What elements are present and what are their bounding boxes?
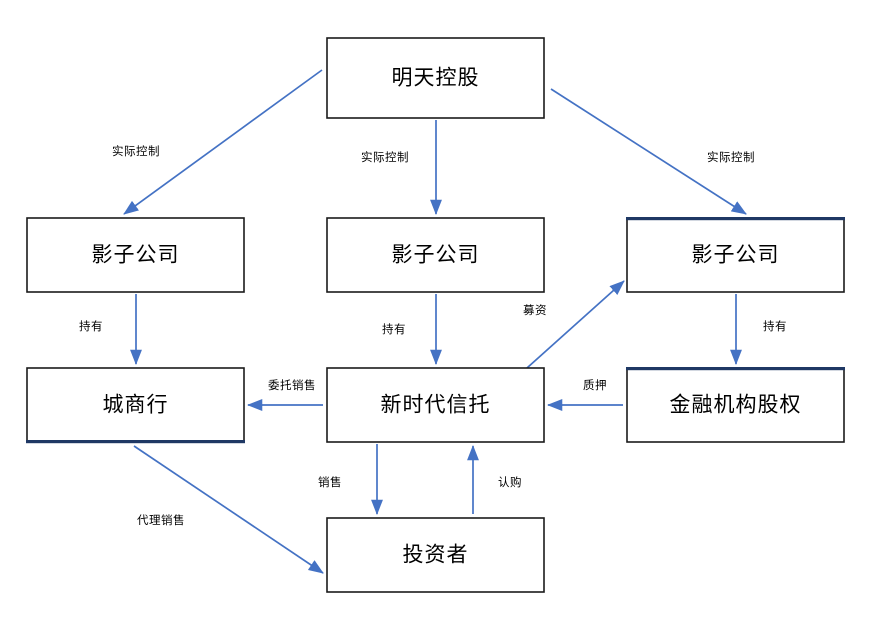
edge-city-bank-to-investors xyxy=(133,445,324,574)
edge-label-e3: 实际控制 xyxy=(707,150,755,164)
node-label-xinshidai: 新时代信托 xyxy=(381,394,491,417)
node-label-fin-equity: 金融机构股权 xyxy=(670,394,802,417)
edge-label-e1: 实际控制 xyxy=(112,144,160,158)
edge-label-e8: 委托销售 xyxy=(268,378,316,392)
node-accent-bar-shadow-right xyxy=(626,217,845,221)
node-box-shadow-left[interactable] xyxy=(26,217,245,293)
node-box-shadow-center[interactable] xyxy=(326,217,545,293)
node-shadow-left[interactable]: 影子公司 xyxy=(26,217,245,293)
node-label-investors: 投资者 xyxy=(403,544,469,567)
edge-label-e2: 实际控制 xyxy=(361,150,409,164)
edge-mingtian-to-shadow-left xyxy=(123,69,323,215)
node-label-shadow-right: 影子公司 xyxy=(692,244,780,267)
node-accent-bar-city-bank xyxy=(26,440,245,444)
node-box-investors[interactable] xyxy=(326,517,545,593)
edge-label-e11: 认购 xyxy=(498,475,522,489)
node-city-bank[interactable]: 城商行 xyxy=(26,367,245,444)
node-mingtian[interactable]: 明天控股 xyxy=(326,37,545,119)
edge-label-e5: 持有 xyxy=(382,322,406,336)
edge-label-e12: 代理销售 xyxy=(137,513,185,527)
node-fin-equity[interactable]: 金融机构股权 xyxy=(626,367,845,443)
node-investors[interactable]: 投资者 xyxy=(326,517,545,593)
node-box-xinshidai[interactable] xyxy=(326,367,545,443)
edge-label-e9: 质押 xyxy=(583,378,607,392)
edge-label-e6: 持有 xyxy=(763,319,787,333)
node-accent-bar-fin-equity xyxy=(626,367,845,371)
node-box-mingtian[interactable] xyxy=(326,37,545,119)
node-xinshidai[interactable]: 新时代信托 xyxy=(326,367,545,443)
node-box-city-bank[interactable] xyxy=(26,367,245,443)
node-label-mingtian: 明天控股 xyxy=(392,67,480,90)
node-box-shadow-right[interactable] xyxy=(626,217,845,293)
edges-layer xyxy=(123,69,747,574)
node-label-city-bank: 城商行 xyxy=(103,394,169,417)
node-shadow-right[interactable]: 影子公司 xyxy=(626,217,845,293)
node-label-shadow-center: 影子公司 xyxy=(392,244,480,267)
edge-label-e4: 持有 xyxy=(79,319,103,333)
node-shadow-center[interactable]: 影子公司 xyxy=(326,217,545,293)
edge-label-e10: 销售 xyxy=(318,475,342,489)
edge-label-e7: 募资 xyxy=(523,304,547,317)
edge-mingtian-to-shadow-right xyxy=(550,88,747,215)
node-label-shadow-left: 影子公司 xyxy=(92,244,180,267)
